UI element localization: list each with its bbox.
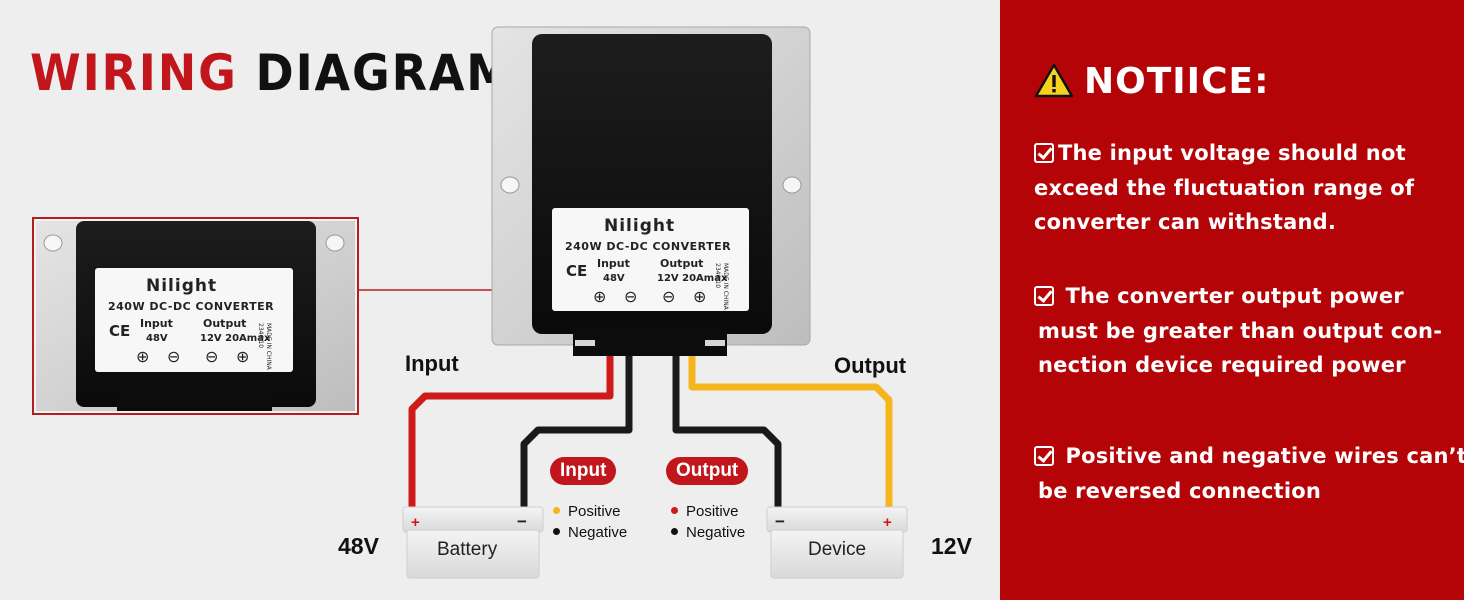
zoom-mount-hole-left	[43, 234, 63, 252]
notice-item-2-line-3: nection device required power	[1038, 353, 1406, 377]
label-side-origin: MADE IN CHINA	[722, 263, 729, 310]
wire-input-positive	[408, 356, 614, 508]
wire-output-negative	[672, 356, 782, 508]
title-part-diagram: DIAGRAM	[255, 44, 514, 102]
zoom-label-input-title: Input	[140, 317, 173, 330]
label-model: 240W DC-DC CONVERTER	[565, 240, 732, 253]
label-brand: Nilight	[604, 216, 676, 236]
wire-input-negative	[520, 356, 633, 508]
label-plus-symbol-output: ⊕	[693, 287, 707, 306]
zoom-label-output-title: Output	[203, 317, 247, 330]
notice-item-1-line-2: exceed the fluctuation range of	[1034, 175, 1415, 200]
battery	[402, 506, 544, 579]
notice-item-1-line-1: The input voltage should not	[1058, 141, 1406, 165]
zoom-label-input-value: 48V	[146, 333, 168, 344]
legend-input-positive-text: Positive	[568, 503, 621, 520]
zoom-label-model: 240W DC-DC CONVERTER	[108, 300, 275, 313]
page-title: WIRING DIAGRAM	[30, 48, 514, 98]
title-part-wiring: WIRING	[30, 44, 238, 102]
label-minus-symbol-output: ⊖	[662, 287, 676, 306]
checkbox-icon	[1034, 446, 1054, 466]
zoom-wire-outlet	[117, 384, 272, 411]
zoom-label-side-origin: MADE IN CHINA	[265, 323, 272, 370]
device	[766, 506, 908, 579]
notice-item-1-line-3: converter can withstand.	[1034, 210, 1336, 234]
notice-item-1: The input voltage should not exceed the …	[1034, 136, 1414, 240]
outlet-clip-left	[575, 340, 595, 346]
diagram-graphic	[32, 26, 908, 579]
zoom-label-output-value: 12V 20Amax	[200, 333, 271, 344]
battery-negative-mark: −	[517, 512, 527, 531]
notice-item-3-line-2: be reversed connection	[1038, 478, 1322, 503]
legend-dot-black-2	[671, 528, 678, 535]
legend-dot-yellow	[553, 507, 560, 514]
label-plus-symbol-input: ⊕	[593, 287, 607, 306]
legend-dot-red	[671, 507, 678, 514]
warning-icon	[1034, 63, 1074, 98]
mount-hole-right	[782, 176, 802, 194]
zoom-converter-label	[95, 268, 293, 372]
device-positive-mark: +	[883, 514, 892, 531]
wires	[408, 356, 893, 508]
device-negative-mark: −	[775, 512, 785, 531]
label-minus-symbol-input: ⊖	[624, 287, 638, 306]
legend-input-negative-text: Negative	[568, 524, 628, 541]
converter-label	[552, 208, 749, 311]
legend-output-title: Output	[666, 457, 749, 485]
legend-output-positive-text: Positive	[686, 503, 739, 520]
label-output-title: Output	[660, 257, 704, 270]
input-wire-label: Input	[405, 351, 459, 376]
zoom-plus-symbol-input: ⊕	[136, 347, 150, 366]
legend-dot-black	[553, 528, 560, 535]
label-output-value: 12V 20Amax	[657, 273, 728, 284]
label-side-code: 2346-10	[714, 263, 721, 289]
output-wire-label: Output	[834, 353, 907, 378]
label-input-title: Input	[597, 257, 630, 270]
notice-item-2-line-2: must be greater than output con-	[1038, 318, 1443, 343]
legend-output-negative: Negative	[671, 522, 745, 543]
zoom-mount-hole-right	[325, 234, 345, 252]
wire-output-positive	[688, 356, 893, 508]
device-voltage: 12V	[931, 533, 972, 559]
notice-item-3-line-1: Positive and negative wires can’t	[1065, 444, 1464, 468]
notice-item-3: Positive and negative wires can’t be rev…	[1034, 439, 1464, 508]
zoom-label-side-code: 2346-10	[257, 323, 264, 349]
legend-output-negative-text: Negative	[686, 524, 746, 541]
notice-item-2-line-1: The converter output power	[1065, 284, 1404, 308]
legend-input-positive: Positive	[553, 501, 621, 522]
mount-hole-left	[500, 176, 520, 194]
outlet-clip-right	[705, 340, 725, 346]
checkbox-icon	[1034, 143, 1054, 163]
zoom-minus-symbol-output: ⊖	[205, 347, 219, 366]
battery-label: Battery	[437, 539, 498, 560]
notice-panel	[1000, 0, 1464, 600]
zoom-label-brand: Nilight	[146, 276, 218, 296]
notice-heading: NOTIICE:	[1084, 61, 1270, 102]
device-label: Device	[808, 539, 867, 560]
legend-input-title: Input	[550, 457, 617, 485]
label-input-value: 48V	[603, 273, 625, 284]
zoom-plus-symbol-output: ⊕	[236, 347, 250, 366]
legend-output-positive: Positive	[671, 501, 739, 522]
battery-positive-mark: +	[411, 514, 420, 531]
zoom-minus-symbol-input: ⊖	[167, 347, 181, 366]
converter-wire-outlet	[573, 328, 727, 356]
battery-voltage: 48V	[338, 533, 379, 559]
label-ce-mark: CE	[566, 262, 588, 280]
checkbox-icon	[1034, 286, 1054, 306]
legend-input-negative: Negative	[553, 522, 627, 543]
zoom-label-ce-mark: CE	[109, 322, 131, 340]
notice-item-2: The converter output power must be great…	[1034, 279, 1442, 383]
